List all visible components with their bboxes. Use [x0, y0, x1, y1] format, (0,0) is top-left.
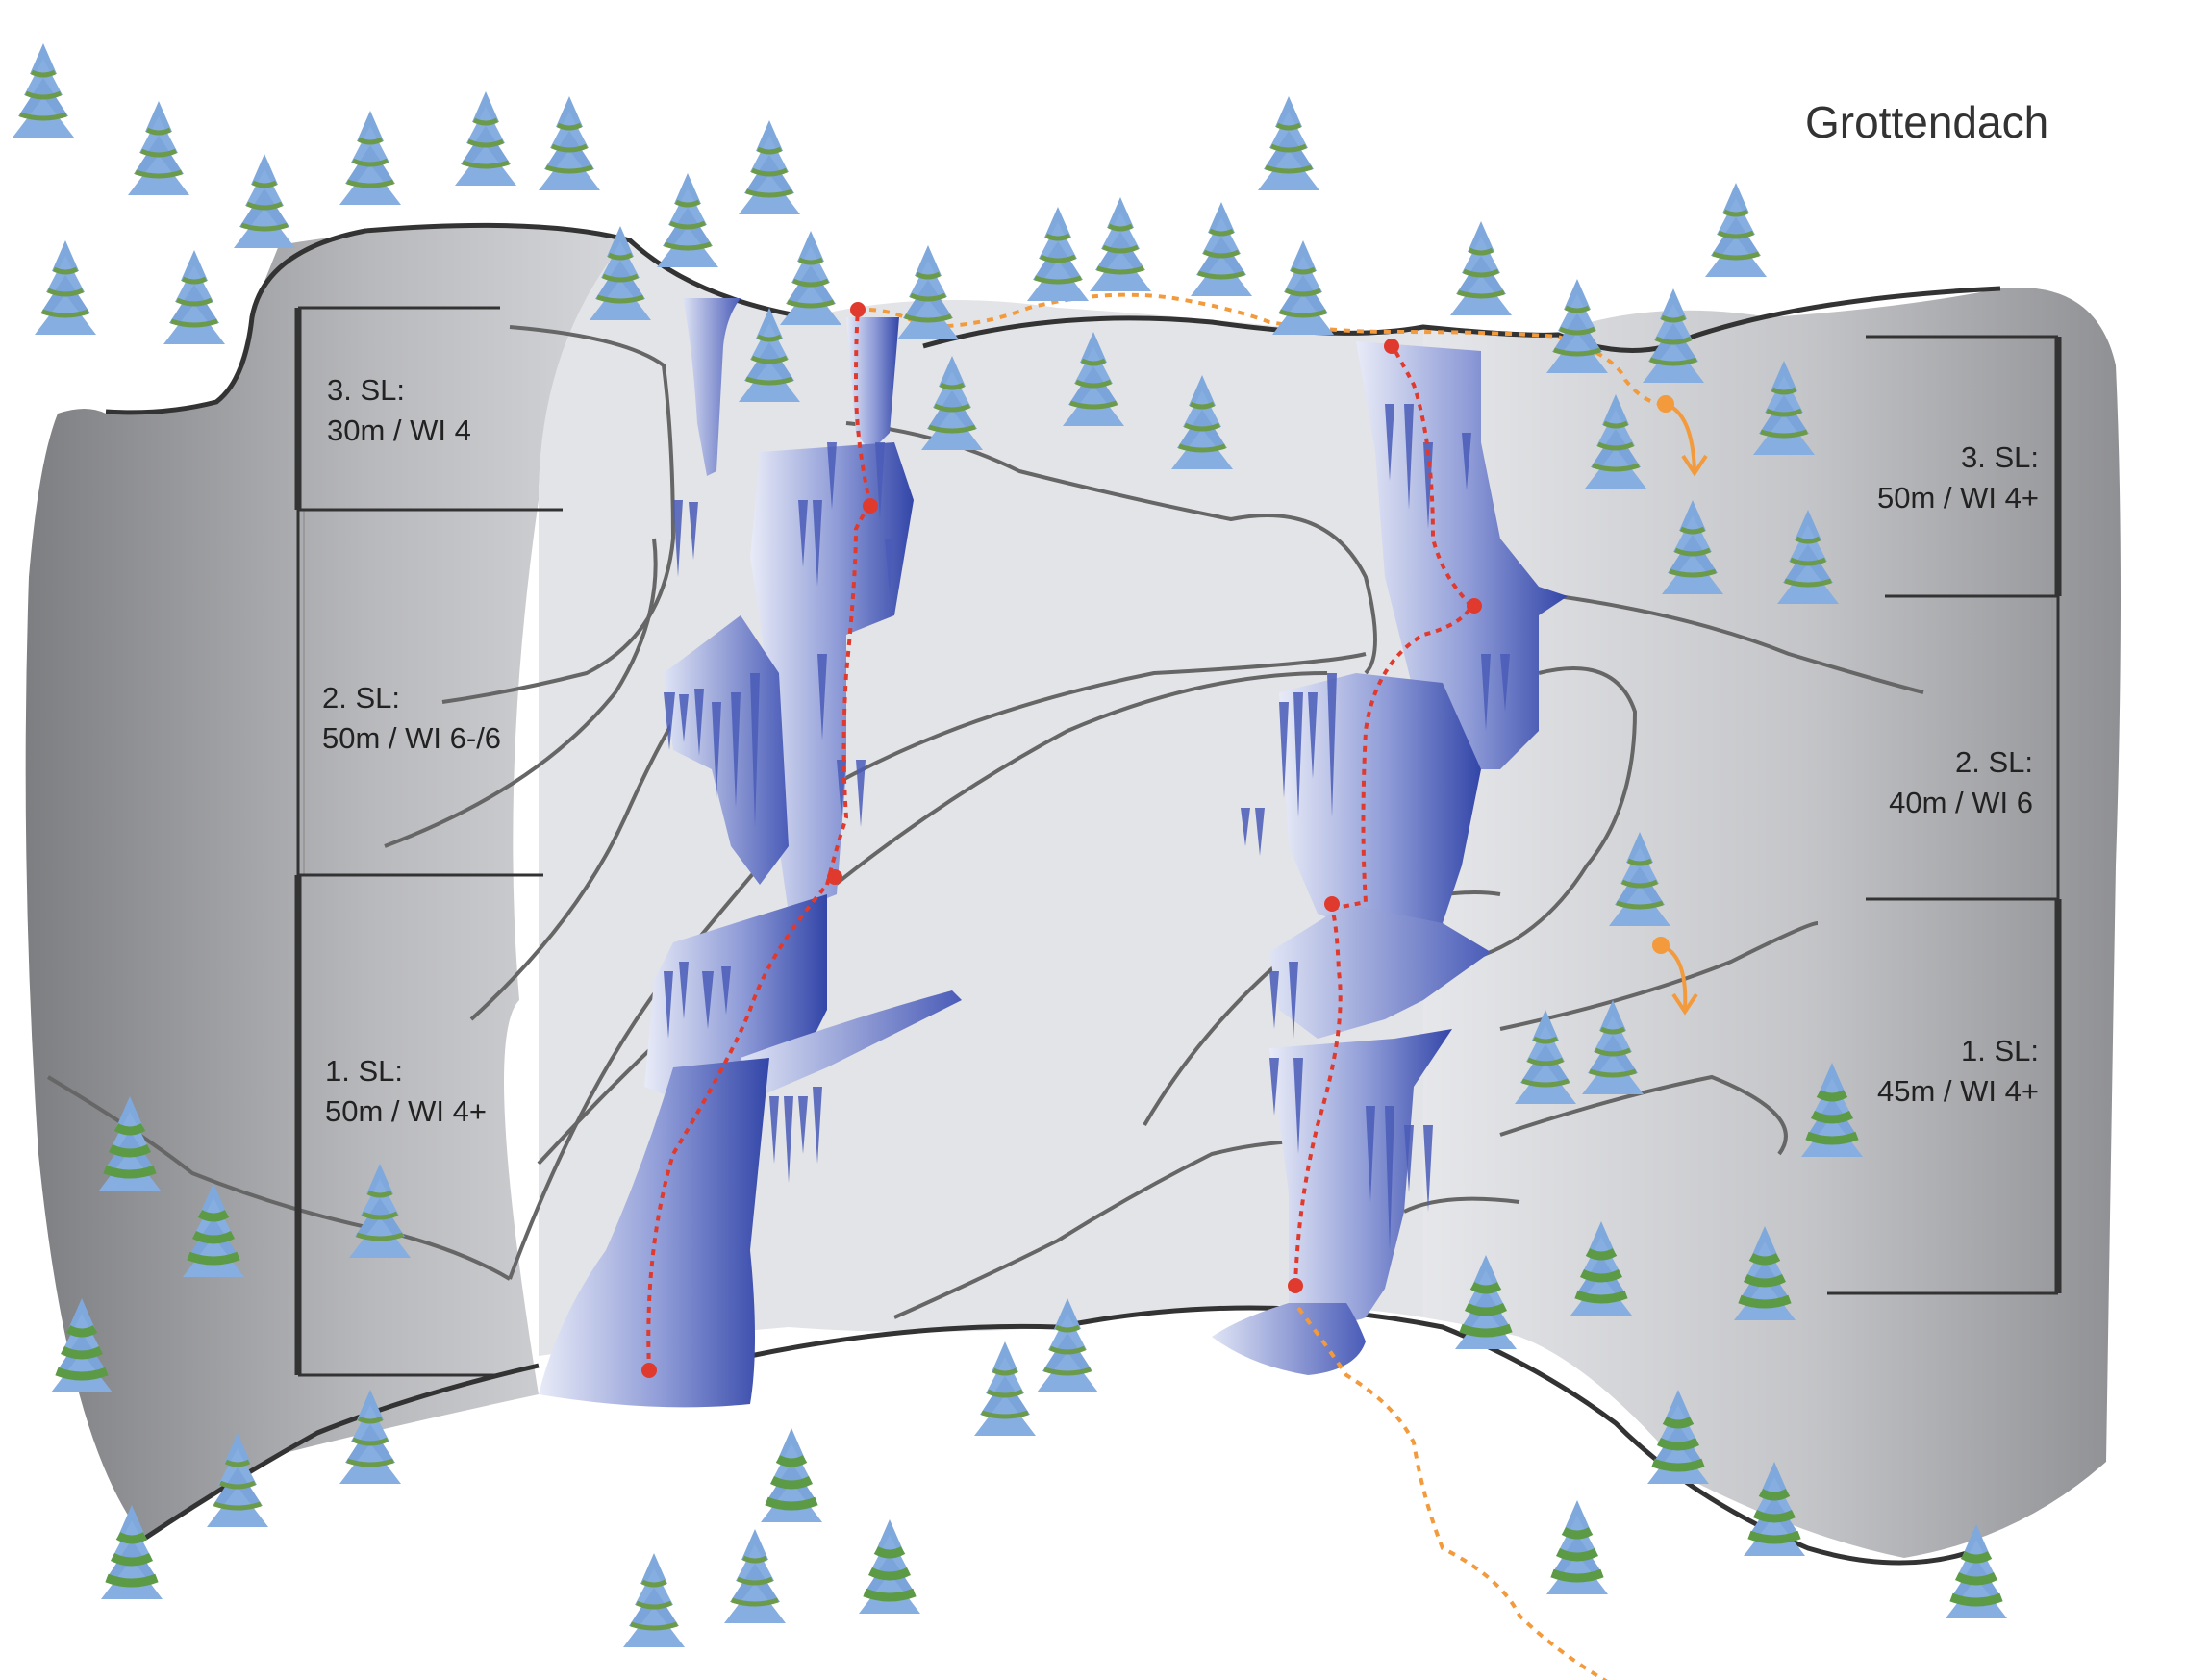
left-pitch-3-name: 3. SL:	[327, 373, 405, 407]
wall-top-outline-left	[105, 222, 809, 415]
right-pitch-1-label: 1. SL: 45m / WI 4+	[1877, 1031, 2039, 1112]
left-icefall-base	[539, 1058, 769, 1408]
left-icefall-top-pillar	[846, 317, 899, 452]
right-pitch-1-spec: 45m / WI 4+	[1877, 1074, 2039, 1108]
left-pitch-2-label: 2. SL: 50m / WI 6-/6	[322, 678, 501, 759]
right-icefall-cone	[1212, 1303, 1366, 1375]
descent-path-top	[855, 292, 1665, 406]
left-pitch-brackets	[294, 306, 563, 1377]
descent-arrows	[1652, 395, 1708, 1016]
left-pitch-3-spec: 30m / WI 4	[327, 414, 471, 447]
left-route-line	[646, 309, 872, 1371]
right-pitch-3-label: 3. SL: 50m / WI 4+	[1877, 438, 2039, 518]
right-icefall-lower	[1269, 904, 1491, 1039]
approach-paths	[855, 292, 1665, 1680]
left-pitch-1-label: 1. SL: 50m / WI 4+	[325, 1051, 487, 1132]
approach-path-bottom	[1296, 1306, 1608, 1680]
wall-title: Grottendach	[1805, 97, 2049, 147]
belay-stations	[641, 302, 1482, 1378]
left-icefall-ramp	[741, 990, 962, 1096]
right-pitch-brackets	[1827, 335, 2062, 1295]
left-rock-wall	[25, 225, 654, 1539]
left-icefall-thin-pillar	[683, 298, 741, 476]
left-pitch-3-label: 3. SL: 30m / WI 4	[327, 370, 471, 451]
left-icefall-upper	[750, 442, 914, 914]
right-pitch-3-spec: 50m / WI 4+	[1877, 481, 2039, 514]
wall-top-outline-right	[922, 286, 2001, 353]
right-pitch-2-name: 2. SL:	[1955, 745, 2033, 779]
right-icefall-base	[1269, 1029, 1452, 1321]
left-pitch-1-spec: 50m / WI 4+	[325, 1094, 487, 1128]
left-pitch-1-name: 1. SL:	[325, 1054, 403, 1088]
right-icefall	[1212, 341, 1568, 1375]
left-pitch-2-spec: 50m / WI 6-/6	[322, 721, 502, 755]
wall-bottom-outline-left	[142, 1363, 540, 1542]
left-pitch-2-name: 2. SL:	[322, 681, 400, 715]
right-pitch-1-name: 1. SL:	[1961, 1034, 2039, 1067]
right-pitch-2-spec: 40m / WI 6	[1889, 786, 2033, 819]
right-route-line	[1293, 344, 1473, 1287]
right-pitch-2-label: 2. SL: 40m / WI 6	[1889, 742, 2033, 823]
right-pitch-3-name: 3. SL:	[1961, 440, 2039, 474]
